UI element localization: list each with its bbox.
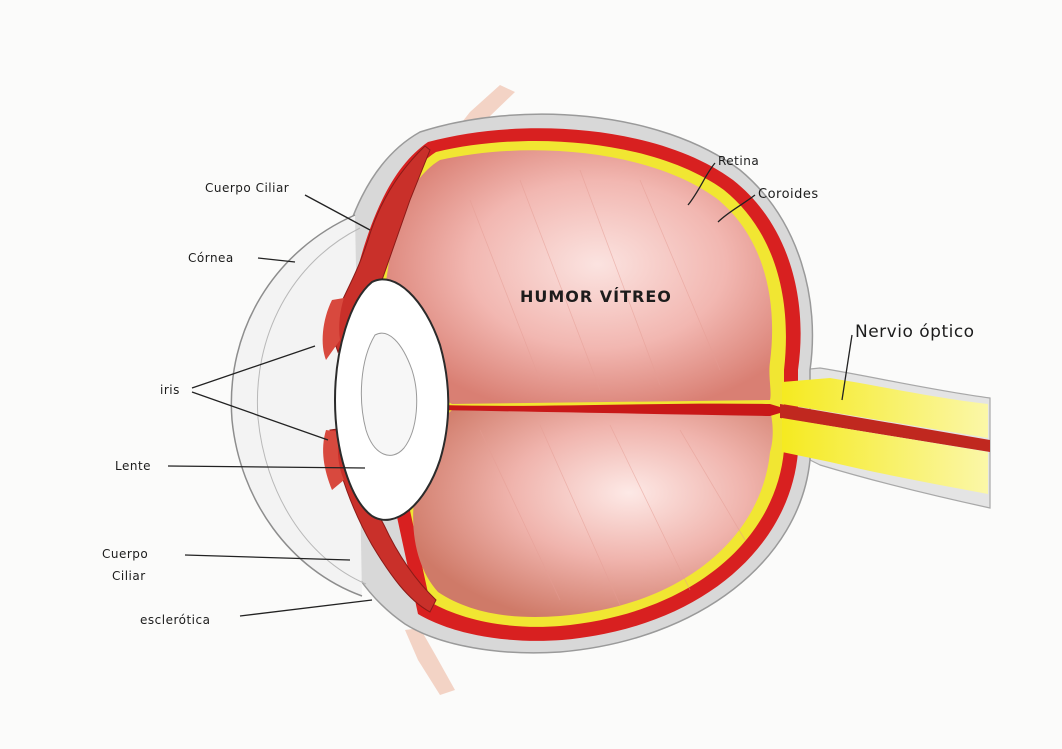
label-cornea: Córnea (188, 251, 234, 265)
leader-esclerotica (240, 600, 372, 616)
label-cuerpo-ciliar-top: Cuerpo Ciliar (205, 181, 289, 195)
label-esclerotica: esclerótica (140, 613, 210, 627)
label-nervio-optico: Nervio óptico (855, 322, 975, 342)
label-cuerpo-ciliar-bottom-2: Ciliar (112, 569, 146, 583)
label-coroides: Coroides (758, 187, 819, 202)
label-cuerpo-ciliar-bottom-1: Cuerpo (102, 547, 148, 561)
label-retina: Retina (718, 154, 759, 168)
label-lente: Lente (115, 459, 151, 473)
label-humor-vitreo: HUMOR VÍTREO (520, 287, 672, 306)
label-iris: iris (160, 383, 180, 397)
